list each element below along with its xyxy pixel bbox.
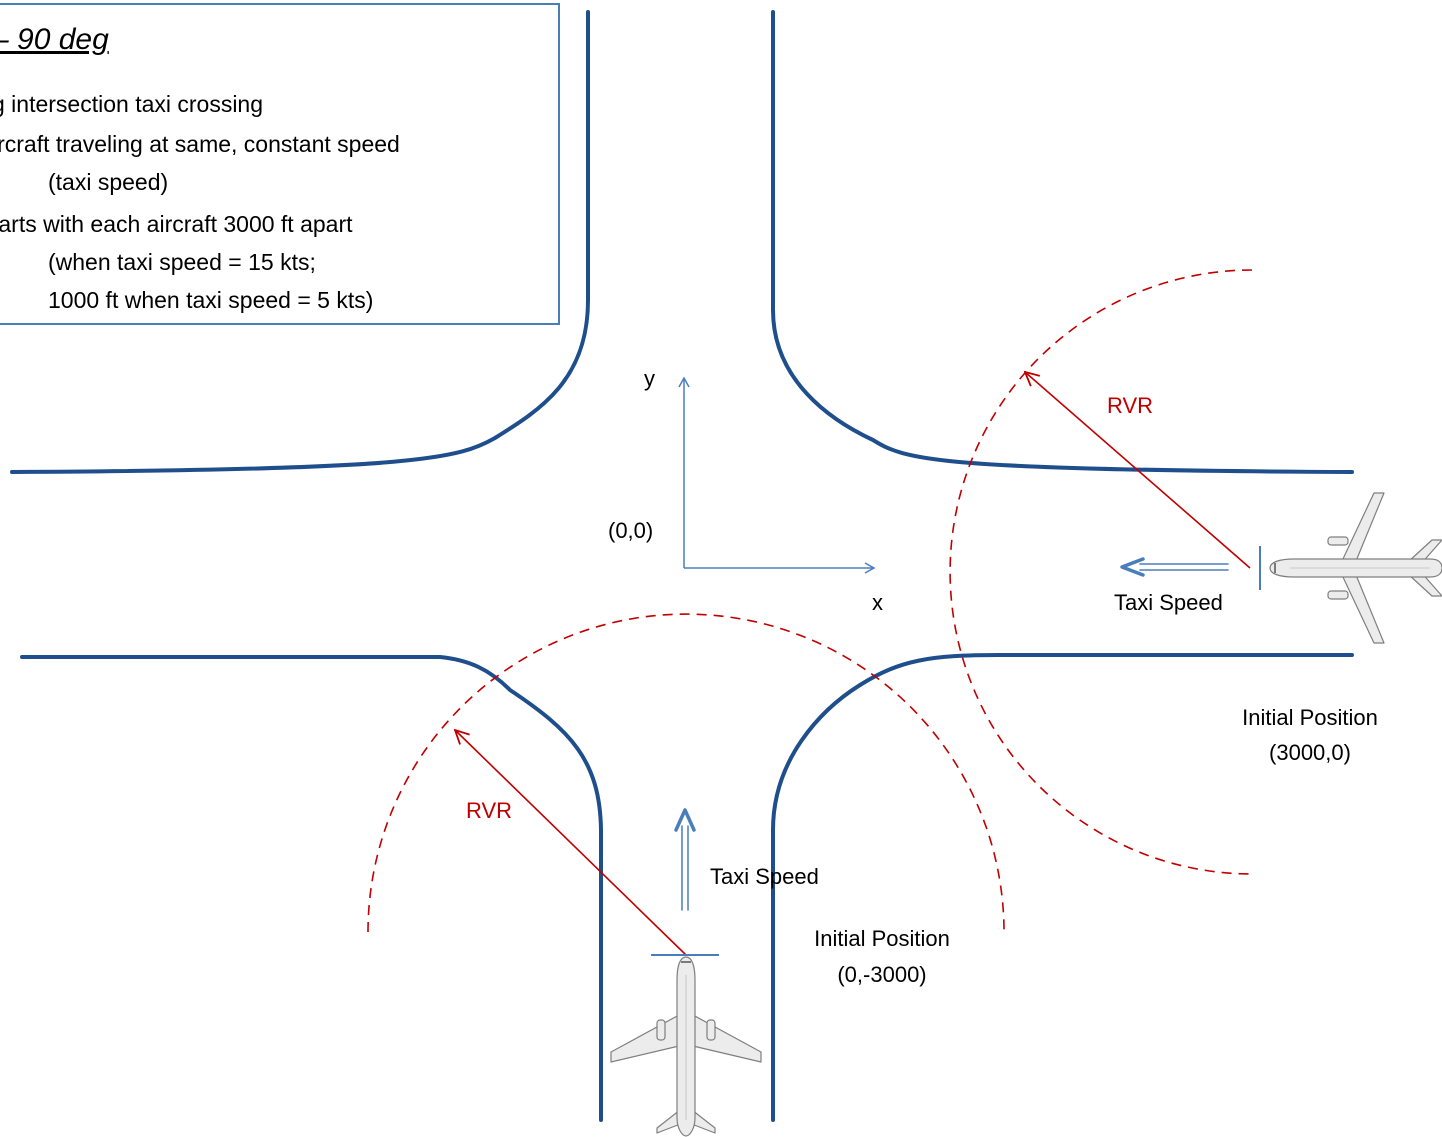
taxiway-edges [10, 10, 1354, 1122]
south-initial-position-coords: (0,-3000) [837, 962, 926, 987]
scenario-line: g intersection taxi crossing [0, 91, 264, 117]
south-rvr-group [367, 613, 1005, 956]
x-axis-label: x [872, 590, 883, 615]
east-aircraft-icon [1269, 492, 1442, 644]
taxiway-edge-south-left [20, 655, 603, 1122]
scenario-title: – 90 deg [0, 23, 109, 56]
east-initial-position-coords: (3000,0) [1269, 740, 1351, 765]
east-rvr-line [1025, 372, 1251, 569]
taxiway-edge-north-left [10, 10, 590, 474]
south-rvr-arc [367, 613, 1005, 933]
scenario-line: ircraft traveling at same, constant spee… [0, 131, 400, 157]
east-rvr-arc [949, 269, 1253, 875]
south-rvr-line [455, 730, 687, 956]
y-axis-label: y [644, 366, 655, 391]
south-taxi-speed-arrow [674, 808, 696, 911]
east-taxi-speed-arrow [1120, 557, 1229, 577]
south-initial-position-title: Initial Position [814, 926, 950, 951]
origin-label: (0,0) [608, 518, 653, 543]
east-initial-position-title: Initial Position [1242, 705, 1378, 730]
scenario-line: (taxi speed) [48, 169, 169, 195]
taxiway-edge-south-right [771, 653, 1354, 1122]
scenario-info-box: – 90 deg g intersection taxi crossing ir… [0, 3, 560, 325]
coordinate-axes [678, 376, 876, 574]
scenario-line: 1000 ft when taxi speed = 5 kts) [48, 287, 374, 313]
south-rvr-label: RVR [466, 798, 512, 823]
scenario-line: tarts with each aircraft 3000 ft apart [0, 211, 353, 237]
east-taxi-speed-label: Taxi Speed [1114, 590, 1223, 615]
south-aircraft-icon [610, 956, 762, 1137]
east-rvr-group [949, 269, 1253, 875]
east-rvr-label: RVR [1107, 393, 1153, 418]
south-taxi-speed-label: Taxi Speed [710, 864, 819, 889]
scenario-line: (when taxi speed = 15 kts; [48, 249, 316, 275]
taxiway-edge-north-right [771, 10, 1354, 474]
